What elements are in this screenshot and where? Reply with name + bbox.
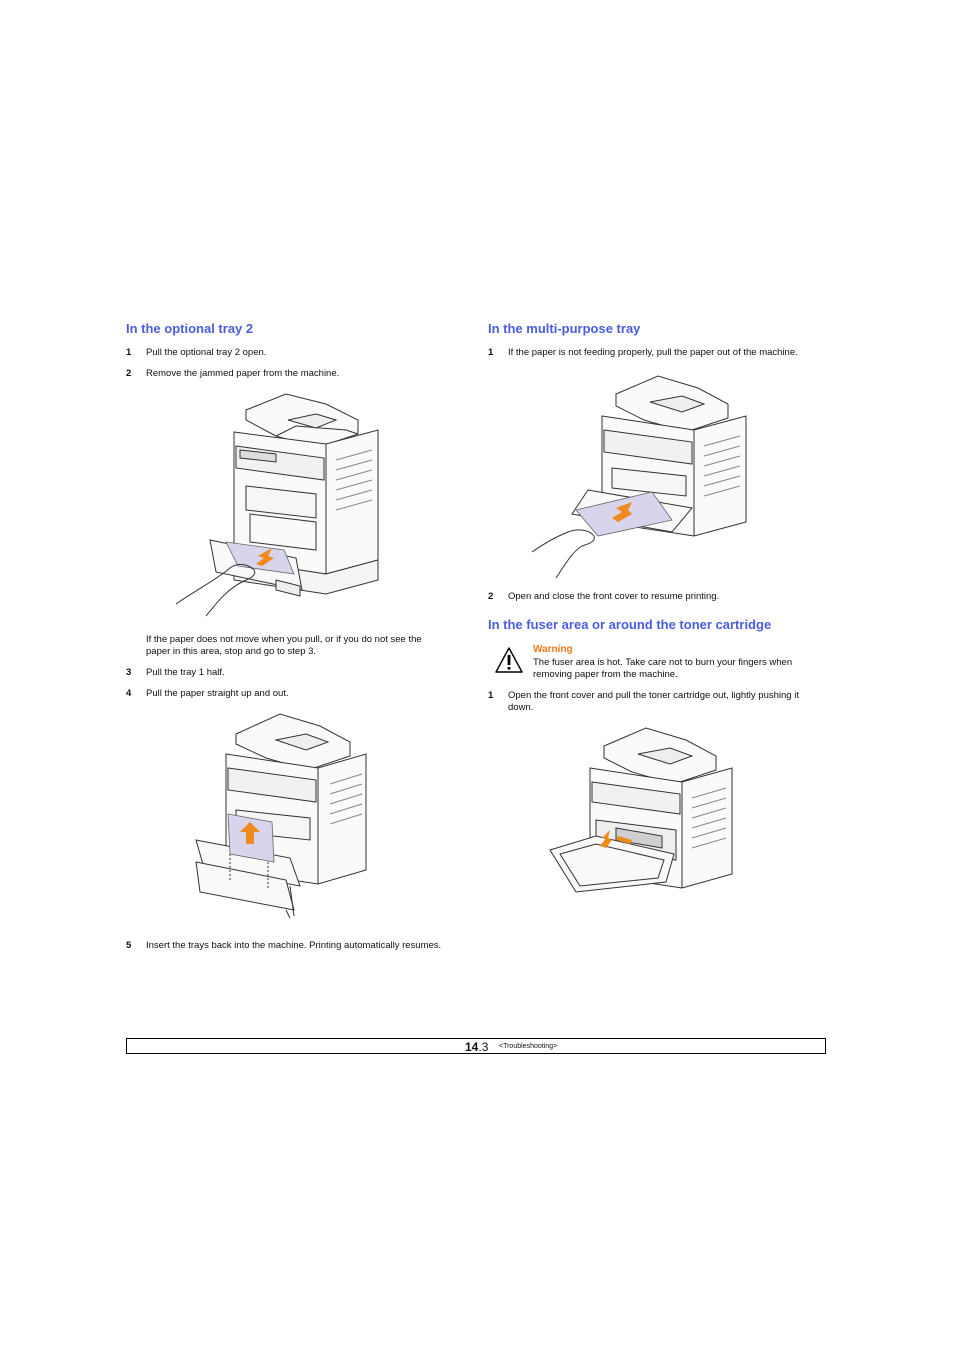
step-number: 2 bbox=[488, 591, 494, 602]
step-number: 1 bbox=[488, 347, 494, 358]
illustration-pull-paper-up bbox=[190, 710, 375, 925]
step-number: 1 bbox=[488, 690, 494, 701]
step-text: Pull the paper straight up and out. bbox=[146, 688, 289, 699]
heading-fuser-area: In the fuser area or around the toner ca… bbox=[488, 617, 772, 632]
step-text: Open and close the front cover to resume… bbox=[508, 591, 720, 602]
step-text: Open the front cover and pull the toner … bbox=[508, 690, 799, 701]
step-number: 5 bbox=[126, 940, 132, 951]
note-line: If the paper does not move when you pull… bbox=[146, 634, 422, 645]
heading-multi-purpose-tray: In the multi-purpose tray bbox=[488, 321, 641, 336]
step-number: 3 bbox=[126, 667, 132, 678]
heading-optional-tray-2: In the optional tray 2 bbox=[126, 321, 254, 336]
warning-text: removing paper from the machine. bbox=[533, 669, 678, 680]
illustration-toner-cartridge bbox=[546, 724, 736, 904]
illustration-tray2-open bbox=[176, 390, 386, 620]
chapter-number: 14 bbox=[465, 1040, 479, 1054]
illustration-mp-tray-pull bbox=[532, 372, 752, 582]
warning-title: Warning bbox=[533, 644, 573, 655]
step-text: down. bbox=[508, 702, 534, 713]
section-label: <Troubleshooting> bbox=[499, 1043, 558, 1050]
warning-text: The fuser area is hot. Take care not to … bbox=[533, 657, 793, 668]
step-number: 1 bbox=[126, 347, 132, 358]
warning-icon bbox=[494, 646, 524, 679]
page-footer: 14.3 <Troubleshooting> bbox=[126, 1038, 826, 1054]
step-text: If the paper is not feeding properly, pu… bbox=[508, 347, 798, 358]
page-number: 14.3 bbox=[465, 1040, 488, 1054]
step-text: Insert the trays back into the machine. … bbox=[146, 940, 442, 951]
step-text: Pull the optional tray 2 open. bbox=[146, 347, 267, 358]
note-line: paper in this area, stop and go to step … bbox=[146, 646, 317, 657]
step-number: 4 bbox=[126, 688, 132, 699]
step-text: Remove the jammed paper from the machine… bbox=[146, 368, 340, 379]
step-number: 2 bbox=[126, 368, 132, 379]
step-text: Pull the tray 1 half. bbox=[146, 667, 225, 678]
page-index: .3 bbox=[478, 1040, 489, 1054]
